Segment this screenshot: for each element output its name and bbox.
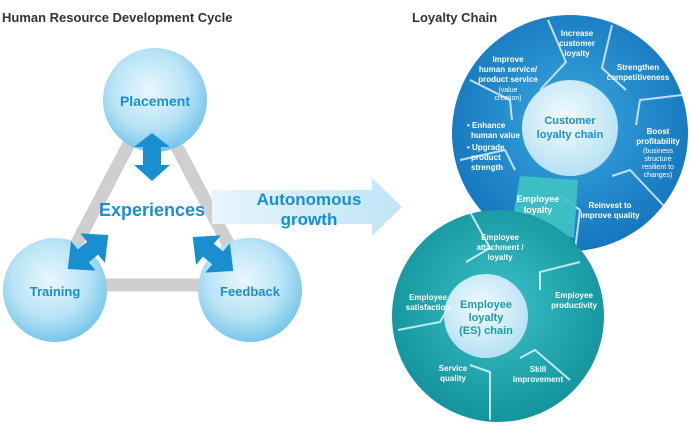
productivity-line2: productivity [551, 301, 597, 310]
enhance-line4: product [471, 153, 501, 162]
training-label: Training [30, 284, 81, 299]
employee-loyalty-ring: Employee loyalty (ES) chain Employee att… [392, 210, 604, 422]
attachment-line3: loyalty [487, 253, 513, 262]
employee-center-line3: (ES) chain [459, 325, 513, 337]
service-quality-line1: Service [439, 364, 468, 373]
skill-line1: Skill [530, 365, 546, 374]
service-quality-line2: quality [440, 374, 466, 383]
employee-ring-center [444, 274, 528, 358]
attachment-line2: attachment / [476, 243, 524, 252]
reinvest-line1: Reinvest to [588, 201, 631, 210]
boost-line1: Boost [647, 127, 670, 136]
feedback-double-arrow [192, 235, 234, 273]
reinvest-line2: improve quality [580, 211, 640, 220]
boost-note1: (business [643, 148, 673, 155]
enhance-line5: strength [471, 163, 503, 172]
satisfaction-line1: Employee [409, 293, 447, 302]
improve-line2: human service/ [479, 65, 538, 74]
strengthen-line2: competitiveness [607, 73, 670, 82]
employee-center-line2: loyalty [469, 312, 505, 324]
experiences-label: Experiences [99, 200, 205, 220]
satisfaction-line2: satisfaction [406, 303, 451, 312]
growth-label: growth [281, 210, 338, 229]
improve-line3: product service [478, 75, 538, 84]
improve-note2: creation) [494, 95, 521, 102]
loyalty-chain-title: Loyalty Chain [412, 10, 497, 25]
placement-label: Placement [120, 93, 190, 109]
customer-ring-center [522, 80, 618, 176]
attachment-line1: Employee [481, 233, 519, 242]
hr-cycle: Placement Training Feedback Experiences … [3, 48, 402, 342]
autonomous-growth-arrow [212, 178, 402, 236]
enhance-line1: • Enhance [467, 121, 506, 130]
customer-center-line1: Customer [544, 115, 596, 127]
boost-note2: structure [644, 156, 671, 163]
boost-line2: profitability [636, 137, 680, 146]
cycle-triangle [48, 93, 257, 292]
strengthen-line1: Strengthen [617, 63, 659, 72]
training-double-arrow [67, 233, 109, 271]
hr-cycle-title: Human Resource Development Cycle [2, 10, 232, 25]
employee-loyalty-line2: loyalty [524, 205, 553, 215]
autonomous-label: Autonomous [257, 190, 362, 209]
enhance-line3: • Upgrade [467, 143, 505, 152]
placement-double-arrow [134, 133, 170, 181]
boost-note3: resilient to [642, 164, 674, 171]
customer-loyalty-ring: Customer loyalty chain Increase customer… [452, 15, 688, 251]
customer-center-line2: loyalty chain [537, 129, 604, 141]
enhance-line2: human value [471, 131, 520, 140]
increase-line2: customer [559, 39, 595, 48]
skill-line2: improvement [513, 375, 564, 384]
boost-note4: changes) [644, 172, 673, 179]
increase-line3: loyalty [564, 49, 590, 58]
employee-loyalty-line1: Employee [517, 194, 560, 204]
placement-circle [103, 48, 207, 152]
increase-line1: Increase [561, 29, 594, 38]
productivity-line1: Employee [555, 291, 593, 300]
improve-line1: Improve [492, 55, 524, 64]
feedback-label: Feedback [220, 284, 281, 299]
employee-center-line1: Employee [460, 299, 512, 311]
improve-note1: (value [498, 87, 517, 94]
